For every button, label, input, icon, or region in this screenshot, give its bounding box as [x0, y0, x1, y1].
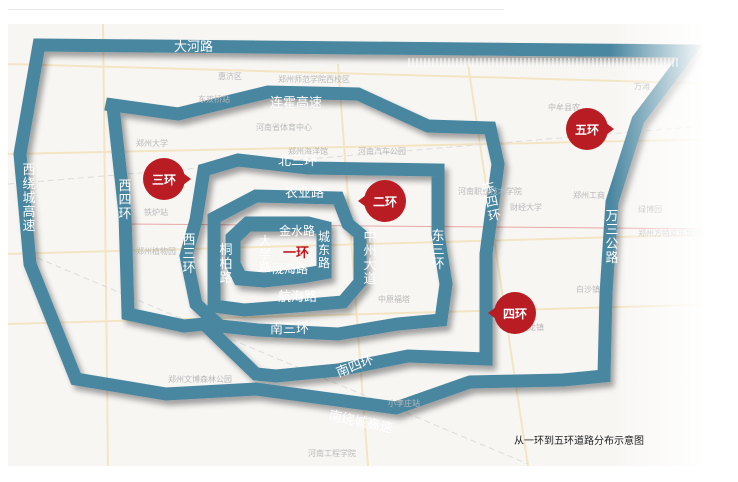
ring-road-map: 郑州师范学院西校区 东双桥站 惠济区 河南省体育中心 郑州大学 郑州海洋馆 河南…: [8, 24, 730, 466]
poi-label: 河南汽车公园: [358, 147, 406, 156]
road-label-dahe: 大河路: [174, 40, 214, 55]
road-label-chengdong: 城东路: [317, 230, 330, 270]
ring3-badge: 三环: [143, 158, 191, 200]
poi-label: 中原福塔: [378, 295, 410, 304]
ring-roads: [13, 38, 703, 415]
map-caption: 从一环到五环道路分布示意图: [514, 436, 644, 447]
poi-label: 郑州大学: [136, 139, 168, 148]
poi-label: 惠济区: [218, 72, 242, 81]
road-label-wansan: 万三公路: [605, 209, 619, 266]
road-label-zhongzhou: 中州大道: [363, 230, 377, 287]
badge-pointer: [358, 195, 366, 207]
top-divider: [8, 9, 504, 10]
poi-label: 东双桥站: [198, 95, 230, 104]
road-label-dong3: 东三环: [431, 229, 445, 272]
poi-label: 河南工程学院: [308, 449, 356, 458]
poi-label: 郑州文博森林公园: [168, 375, 232, 384]
poi-label: 河南职业技术学院: [458, 187, 522, 196]
ring1-path: [225, 216, 332, 288]
poi-label: 郑州植物园: [136, 247, 176, 256]
poi-label: 郑州工商: [573, 191, 605, 200]
map-svg: [8, 24, 729, 466]
road-label-lianhuo: 连霍高速: [270, 96, 323, 111]
poi-label: 中牟县农: [548, 103, 580, 112]
road-label-longhai: 陇海路: [272, 262, 309, 276]
ring4-path: [104, 85, 505, 383]
poi-label: 铁炉站: [144, 208, 168, 217]
poi-label: 绿博园: [638, 205, 662, 214]
road-label-hanghai: 航海路: [278, 290, 318, 305]
badge-label: 三环: [151, 172, 176, 187]
poi-label: 万滩: [634, 82, 650, 91]
poi-label: 白沙镇: [576, 285, 600, 294]
poi-label: 郑州方特欢乐世界: [638, 229, 702, 238]
road-label-xirao: 西绕城高速: [22, 163, 36, 234]
poi-label: 郑州师范学院西校区: [278, 75, 350, 84]
road-label-nongye: 农业路: [285, 186, 325, 201]
poi-label: 郑州海洋馆: [288, 147, 328, 156]
road-label-nan3: 南三环: [270, 322, 310, 337]
road-label-xi4: 西四环: [118, 179, 132, 222]
poi-label: 小李庄站: [388, 399, 420, 408]
road-label-jinshui: 金水路: [279, 224, 316, 238]
badge-label: 五环: [574, 122, 599, 137]
road-tick-marks: [408, 58, 678, 67]
ring1-label: 一环: [283, 246, 310, 261]
badge-label: 二环: [372, 194, 397, 209]
poi-label: 河南省体育中心: [256, 123, 312, 132]
poi-label: 九龙镇: [520, 323, 544, 332]
badge-pointer: [606, 123, 614, 135]
ring2-path: [207, 189, 367, 317]
ring5-badge: 五环: [566, 108, 614, 150]
badge-pointer: [488, 307, 496, 319]
ring5-path: [13, 38, 703, 415]
road-label-bei3: 北三环: [278, 154, 318, 169]
road-label-daxue: 大学路: [258, 234, 271, 274]
poi-label: 财经大学: [510, 203, 542, 212]
badge-label: 四环: [502, 306, 527, 321]
ring4-badge: 四环: [488, 292, 536, 334]
road-label-tongbai: 桐柏路: [219, 243, 233, 286]
badge-pointer: [183, 173, 191, 185]
ring3-path: [179, 153, 453, 341]
road-label-xi3: 西三环: [182, 233, 196, 276]
ring2-badge: 二环: [358, 180, 406, 222]
